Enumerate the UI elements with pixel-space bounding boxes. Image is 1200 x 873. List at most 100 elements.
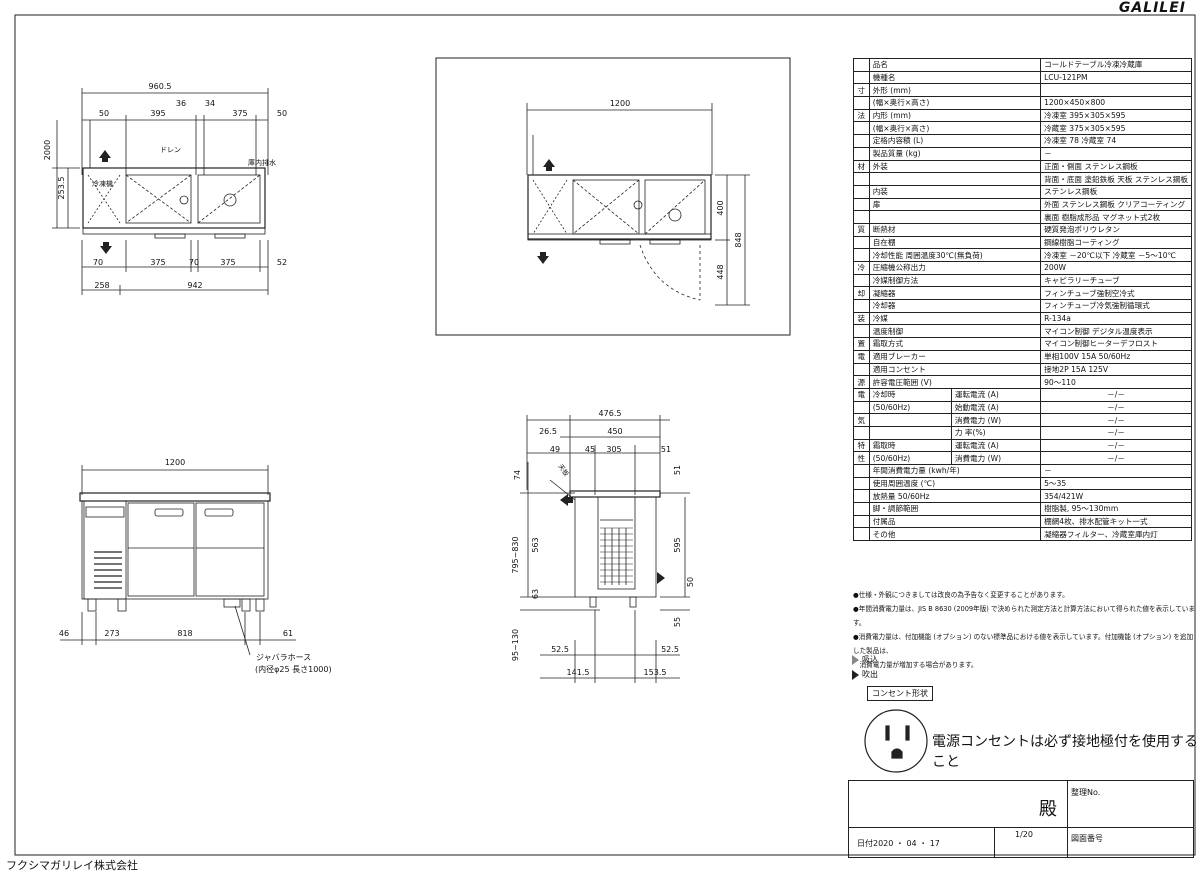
reference-number-label: 整理No. bbox=[1071, 788, 1101, 797]
spec-row: 源許容電圧範囲 (V)90～110 bbox=[853, 375, 1192, 389]
spec-row: 使用周囲温度 (℃)5～35 bbox=[853, 476, 1192, 491]
outlet-icon bbox=[864, 709, 928, 773]
svg-text:595: 595 bbox=[673, 537, 682, 552]
spec-row: (幅×奥行×高さ)冷蔵室 375×305×595 bbox=[853, 121, 1192, 136]
spec-row: 電冷却時運転電流 (A)－/－ bbox=[853, 387, 1192, 402]
svg-text:50: 50 bbox=[686, 577, 695, 587]
svg-text:70: 70 bbox=[189, 258, 199, 267]
spec-row: 内装ステンレス鋼板 bbox=[853, 184, 1192, 199]
svg-text:36: 36 bbox=[176, 99, 186, 108]
spec-row: 付属品棚網4枚、排水配管キット一式 bbox=[853, 514, 1192, 529]
svg-text:448: 448 bbox=[716, 264, 725, 279]
front-view bbox=[60, 465, 296, 656]
dim-960: 960.5 bbox=[149, 82, 172, 91]
svg-text:49: 49 bbox=[550, 445, 560, 454]
svg-text:26.5: 26.5 bbox=[539, 427, 557, 436]
svg-text:375: 375 bbox=[150, 258, 165, 267]
svg-text:95~130: 95~130 bbox=[511, 629, 520, 661]
spec-row: 裏面 樹脂成形品 マグネット式2枚 bbox=[853, 210, 1192, 224]
svg-text:476.5: 476.5 bbox=[599, 409, 622, 418]
airflow-legend: 吸込 吹出 bbox=[852, 652, 878, 682]
svg-text:52.5: 52.5 bbox=[551, 645, 569, 654]
brand-logo: GALILEI bbox=[1118, 0, 1186, 16]
svg-text:61: 61 bbox=[283, 629, 293, 638]
hose-spec: (内径φ25 長さ1000) bbox=[255, 664, 332, 674]
svg-text:1200: 1200 bbox=[165, 458, 185, 467]
spec-row: 冷却器フィンチューブ冷気強制循環式 bbox=[853, 299, 1192, 313]
svg-text:庫内排水: 庫内排水 bbox=[248, 158, 276, 167]
svg-text:400: 400 bbox=[716, 200, 725, 215]
spec-row: 脚・調節範囲樹脂製, 95～130mm bbox=[853, 502, 1192, 516]
spec-row: 寸外形 (mm) bbox=[853, 83, 1192, 98]
spec-row: 冷却性能 周囲温度30℃(無負荷)冷凍室 －20℃以下 冷蔵室 －5～10℃ bbox=[853, 248, 1192, 262]
svg-text:天板: 天板 bbox=[556, 462, 571, 478]
spec-row: 気消費電力 (W)－/－ bbox=[853, 413, 1192, 427]
spec-row: 適用コンセント接地2P 15A 125V bbox=[853, 362, 1192, 377]
svg-text:51: 51 bbox=[673, 465, 682, 475]
svg-text:450: 450 bbox=[607, 427, 622, 436]
spec-row: (幅×奥行×高さ)1200×450×800 bbox=[853, 96, 1192, 110]
section-view bbox=[520, 415, 690, 683]
svg-text:563: 563 bbox=[531, 537, 540, 552]
svg-text:63: 63 bbox=[531, 589, 540, 599]
spec-row: 特霜取時運転電流 (A)－/－ bbox=[853, 438, 1192, 453]
svg-text:395: 395 bbox=[150, 109, 165, 118]
svg-text:34: 34 bbox=[205, 99, 215, 108]
spec-row: 力 率(%)－/－ bbox=[853, 425, 1192, 440]
svg-text:冷凍機: 冷凍機 bbox=[92, 179, 113, 188]
spec-row: 年間消費電力量 (kwh/年)－ bbox=[853, 464, 1192, 478]
svg-text:46: 46 bbox=[59, 629, 69, 638]
page-number: 1/20 bbox=[1015, 830, 1033, 839]
outlet-shape-label: コンセント形状 bbox=[867, 686, 933, 701]
svg-text:153.5: 153.5 bbox=[644, 668, 667, 677]
spec-row: 温度制御マイコン制御 デジタル温度表示 bbox=[853, 324, 1192, 339]
spec-row: 定格内容積 (L)冷凍室 78 冷蔵室 74 bbox=[853, 134, 1192, 148]
spec-row: 背面・底面 塗鉛鉄板 天板 ステンレス鋼板 bbox=[853, 172, 1192, 186]
spec-row: 扉外面 ステンレス鋼板 クリアコーティング bbox=[853, 197, 1192, 212]
spec-row: 自在棚鋼線樹脂コーティング bbox=[853, 235, 1192, 250]
svg-text:253.5: 253.5 bbox=[57, 177, 66, 200]
svg-text:74: 74 bbox=[513, 470, 522, 480]
svg-text:2000: 2000 bbox=[43, 140, 52, 160]
spec-row: 質断熱材硬質発泡ポリウレタン bbox=[853, 222, 1192, 237]
spec-row: (50/60Hz)始動電流 (A)－/－ bbox=[853, 400, 1192, 415]
spec-row: その他凝縮器フィルター、冷蔵室庫内灯 bbox=[853, 527, 1192, 542]
svg-text:848: 848 bbox=[734, 232, 743, 247]
svg-text:375: 375 bbox=[232, 109, 247, 118]
svg-text:ドレン: ドレン bbox=[160, 146, 181, 154]
spec-row: 冷媒制御方法キャピラリーチューブ bbox=[853, 273, 1192, 288]
drawing-number-label: 図面番号 bbox=[1071, 834, 1103, 843]
svg-text:52.5: 52.5 bbox=[661, 645, 679, 654]
svg-text:51: 51 bbox=[661, 445, 671, 454]
spec-row: 性(50/60Hz)消費電力 (W)－/－ bbox=[853, 451, 1192, 465]
recipient-suffix: 殿 bbox=[1039, 799, 1057, 820]
svg-text:70: 70 bbox=[93, 258, 103, 267]
svg-text:50: 50 bbox=[277, 109, 287, 118]
svg-text:795~830: 795~830 bbox=[511, 536, 520, 573]
spec-row: 品名コールドテーブル冷凍冷蔵庫 bbox=[853, 58, 1192, 72]
side-view bbox=[526, 103, 750, 306]
hose-label: ジャバラホース bbox=[256, 653, 311, 662]
company-name: フクシマガリレイ株式会社 bbox=[6, 859, 138, 872]
svg-text:258: 258 bbox=[94, 281, 109, 290]
outlet-note: 電源コンセントは必ず接地極付を使用すること bbox=[932, 734, 1198, 770]
notes: ●仕様・外観につきましては改良の為予告なく変更することがあります。 ●年間消費電… bbox=[853, 591, 1195, 669]
svg-text:273: 273 bbox=[104, 629, 119, 638]
svg-text:141.5: 141.5 bbox=[567, 668, 590, 677]
spec-row: 法内形 (mm)冷凍室 395×305×595 bbox=[853, 108, 1192, 123]
spec-row: 却凝縮器フィンチューブ強制空冷式 bbox=[853, 286, 1192, 301]
spec-row: 電適用ブレーカー単相100V 15A 50/60Hz bbox=[853, 349, 1192, 364]
svg-text:375: 375 bbox=[220, 258, 235, 267]
svg-text:942: 942 bbox=[187, 281, 202, 290]
plan-view bbox=[52, 88, 269, 295]
spec-row: 製品質量 (kg)－ bbox=[853, 146, 1192, 161]
svg-text:45: 45 bbox=[585, 445, 595, 454]
spec-row: 置霜取方式マイコン制御ヒーターデフロスト bbox=[853, 337, 1192, 351]
svg-text:1200: 1200 bbox=[610, 99, 630, 108]
title-block: 殿 整理No. 日付2020 ・ 04 ・ 17 1/20 図面番号 bbox=[848, 780, 1194, 858]
